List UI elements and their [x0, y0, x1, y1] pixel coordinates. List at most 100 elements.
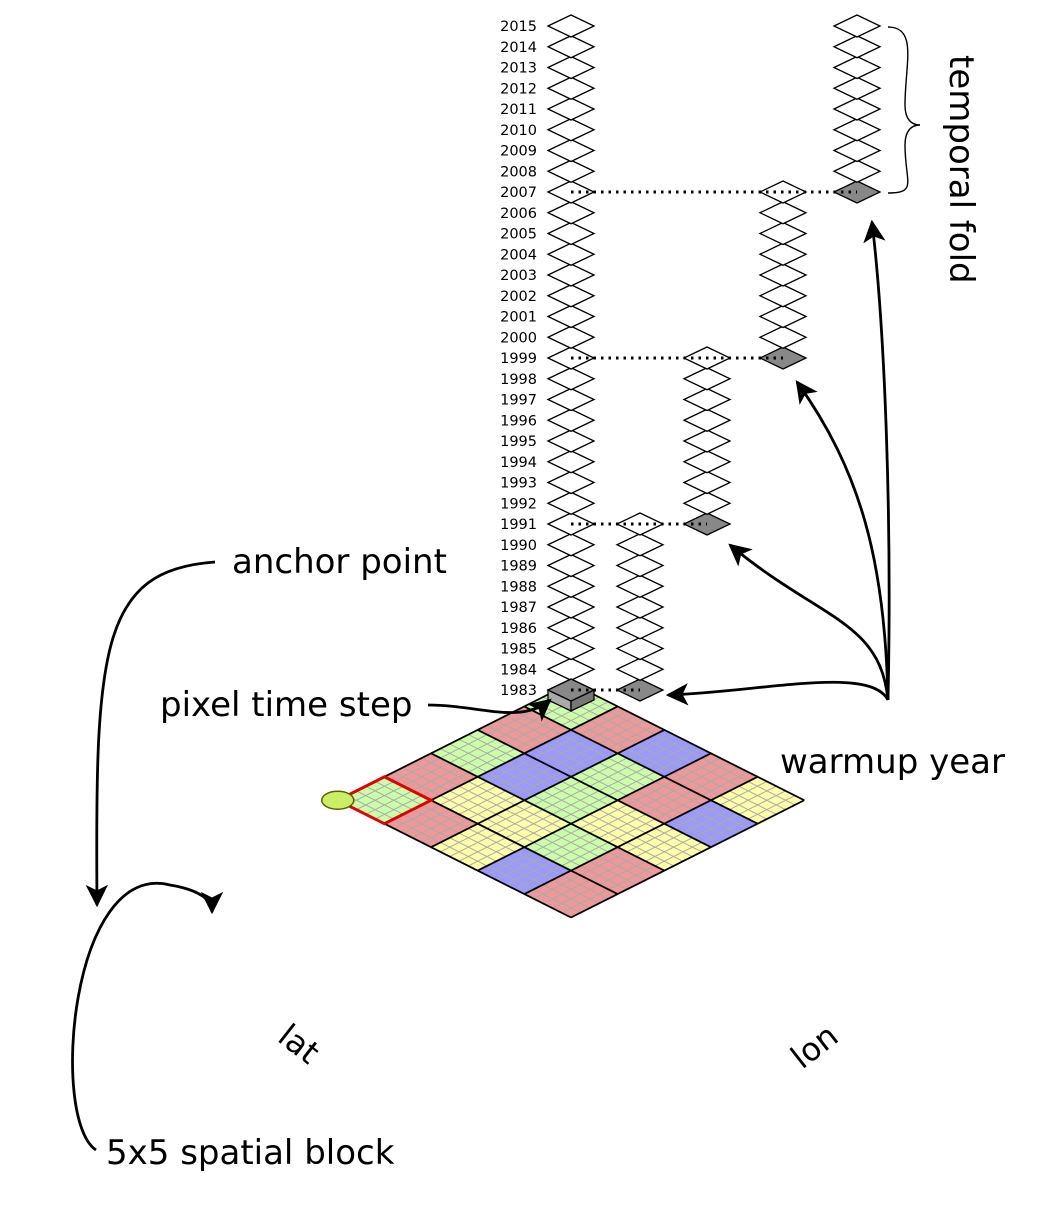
- year-label: 2007: [500, 185, 537, 201]
- fold-diamond: [758, 284, 808, 308]
- year-label: 1993: [500, 476, 537, 492]
- year-label: 2009: [500, 144, 537, 160]
- fold-diamond: [615, 636, 665, 661]
- pixel-line: [374, 701, 609, 820]
- year-diamond: [546, 553, 596, 578]
- year-label: 2013: [500, 61, 537, 77]
- year-diamond: [546, 636, 596, 661]
- year-diamond: [546, 138, 596, 163]
- year-label: 1995: [500, 434, 537, 450]
- block-line: [570, 799, 805, 919]
- year-label: 1986: [500, 621, 537, 637]
- year-label: 2000: [500, 330, 537, 346]
- fold-diamond: [615, 657, 665, 681]
- year-label: 1985: [500, 642, 537, 658]
- year-label: 1994: [500, 455, 537, 471]
- year-label: 2015: [500, 19, 537, 35]
- pixel-line: [561, 687, 796, 806]
- pixel-line: [365, 785, 600, 904]
- fold-diamond: [758, 325, 808, 349]
- arrows: [71, 26, 921, 1152]
- pixel-line: [421, 724, 656, 843]
- warmup-year-label: warmup year: [780, 742, 1005, 782]
- year-label: 2002: [500, 289, 537, 305]
- time-columns: 1983198419851986198719881989199019911992…: [500, 14, 882, 713]
- block-line: [570, 682, 805, 802]
- pixel-line: [440, 734, 674, 853]
- pixel-line: [458, 743, 693, 862]
- year-diamond: [546, 574, 596, 598]
- year-diamond: [546, 55, 596, 80]
- fold-diamond: [832, 159, 882, 183]
- pixel-line: [402, 715, 637, 834]
- anchor-point-marker: [321, 790, 355, 810]
- year-label: 1990: [500, 538, 537, 554]
- pixel-line: [449, 738, 684, 857]
- year-diamond: [546, 284, 596, 308]
- spatial-grid: [321, 682, 805, 919]
- pixel-line: [393, 710, 628, 829]
- year-diamond: [546, 201, 596, 225]
- year-label: 1988: [500, 579, 537, 595]
- fold-diamond: [832, 35, 882, 59]
- year-label: 1998: [500, 372, 537, 388]
- fold-diamond: [758, 304, 808, 329]
- year-diamond: [546, 657, 596, 681]
- year-diamond: [546, 35, 596, 59]
- pixel-time-step-arrow: [427, 698, 552, 722]
- year-diamond: [546, 408, 596, 432]
- year-label: 1991: [500, 517, 537, 533]
- fold-diamond: [615, 616, 665, 640]
- year-diamond: [546, 429, 596, 453]
- spatial-block-label: 5x5 spatial block: [106, 1133, 395, 1173]
- pixel-line: [402, 766, 637, 886]
- year-diamond: [546, 221, 596, 246]
- warmup-arrow-1991: [728, 543, 890, 701]
- pixel-line: [561, 795, 796, 914]
- block-line: [523, 705, 759, 825]
- fold-diamond: [832, 76, 882, 100]
- fold-diamond: [758, 263, 808, 287]
- year-label: 2011: [500, 102, 537, 118]
- year-diamond: [546, 450, 596, 474]
- pixel-line: [496, 720, 730, 839]
- pixel-line: [346, 795, 581, 914]
- year-label: 1996: [500, 413, 537, 429]
- pixel-line: [393, 771, 628, 890]
- warmup-arrow-1999: [795, 380, 890, 701]
- year-label: 2001: [500, 310, 537, 326]
- pixel-line: [412, 762, 646, 881]
- year-diamond: [546, 159, 596, 183]
- temporal-fold-brace: [887, 26, 921, 194]
- pixel-line: [374, 781, 609, 900]
- year-label: 1992: [500, 496, 537, 512]
- year-label: 1989: [500, 559, 537, 575]
- year-label: 1997: [500, 393, 537, 409]
- fold-diamond: [682, 450, 732, 474]
- fold-diamond: [758, 201, 808, 225]
- fold-diamond: [832, 55, 882, 80]
- year-diamond: [546, 470, 596, 495]
- pixel-line: [533, 781, 768, 900]
- fold-diamond: [832, 14, 882, 38]
- pixel-line: [458, 738, 693, 857]
- year-diamond: [546, 14, 596, 38]
- year-diamond: [546, 118, 596, 142]
- pixel-line: [468, 748, 702, 867]
- year-label: 1987: [500, 600, 537, 616]
- fold-diamond: [682, 429, 732, 453]
- year-diamond: [546, 595, 596, 619]
- year-diamond: [546, 263, 596, 287]
- pixel-line: [552, 691, 786, 811]
- pixel-line: [514, 771, 749, 890]
- fold-diamond: [615, 553, 665, 578]
- pixel-line: [412, 720, 646, 839]
- year-diamond: [546, 97, 596, 121]
- pixel-line: [496, 762, 730, 881]
- fold-diamond: [615, 574, 665, 598]
- year-label: 2003: [500, 268, 537, 284]
- block-line: [430, 752, 665, 872]
- spatial-block-arrow: [71, 881, 224, 1152]
- pixel-line: [486, 724, 721, 843]
- block-line: [523, 775, 759, 895]
